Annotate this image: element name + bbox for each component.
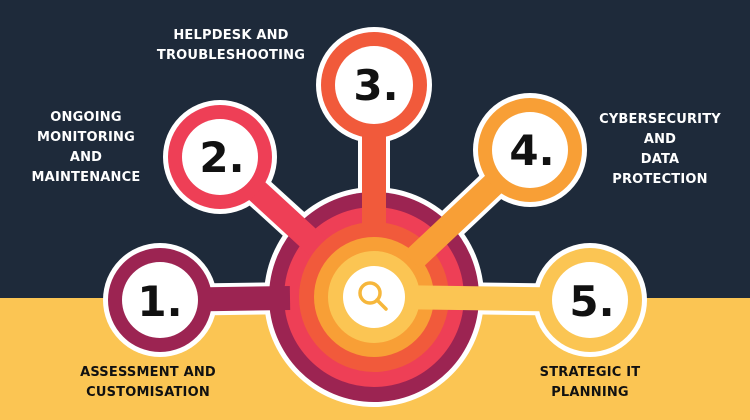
step-label-4-line-4: PROTECTION bbox=[612, 172, 708, 187]
step-label-3-line-1: HELPDESK AND bbox=[173, 28, 289, 43]
step-label-4: CYBERSECURITY AND DATA PROTECTION bbox=[594, 110, 726, 190]
step-label-5-line-2: PLANNING bbox=[551, 385, 629, 400]
step-label-2-line-3: AND bbox=[69, 150, 103, 165]
step-number-4: 4. bbox=[509, 126, 554, 175]
step-label-1-line-1: ASSESSMENT AND bbox=[80, 365, 216, 380]
step-circle-5: 5. bbox=[538, 248, 642, 352]
step-label-3-line-2: TROUBLESHOOTING bbox=[156, 48, 306, 63]
step-label-4-line-3: DATA bbox=[640, 152, 680, 167]
step-label-2-line-4: MAINTENANCE bbox=[31, 170, 141, 185]
step-label-1-line-2: CUSTOMISATION bbox=[86, 385, 210, 400]
step-circle-3: 3. bbox=[321, 32, 427, 138]
step-label-3: HELPDESK AND TROUBLESHOOTING bbox=[150, 26, 312, 66]
step-number-5: 5. bbox=[569, 277, 614, 326]
step-circle-2: 2. bbox=[168, 105, 272, 209]
search-icon bbox=[358, 281, 388, 311]
step-circle-4: 4. bbox=[478, 98, 582, 202]
step-number-3: 3. bbox=[353, 61, 398, 110]
step-label-2-line-1: ONGOING bbox=[50, 110, 122, 125]
step-label-1: ASSESSMENT AND CUSTOMISATION bbox=[62, 363, 234, 403]
step-label-2-line-2: MONITORING bbox=[36, 130, 136, 145]
step-number-2: 2. bbox=[199, 133, 244, 182]
step-label-2: ONGOING MONITORING AND MAINTENANCE bbox=[22, 108, 150, 188]
step-label-4-line-1: CYBERSECURITY bbox=[599, 112, 721, 127]
step-number-1: 1. bbox=[137, 277, 182, 326]
step-label-5-line-1: STRATEGIC IT bbox=[539, 365, 641, 380]
step-label-4-line-2: AND bbox=[643, 132, 677, 147]
step-circle-1: 1. bbox=[108, 248, 212, 352]
target-center bbox=[343, 266, 405, 328]
step-label-5: STRATEGIC IT PLANNING bbox=[528, 363, 652, 403]
